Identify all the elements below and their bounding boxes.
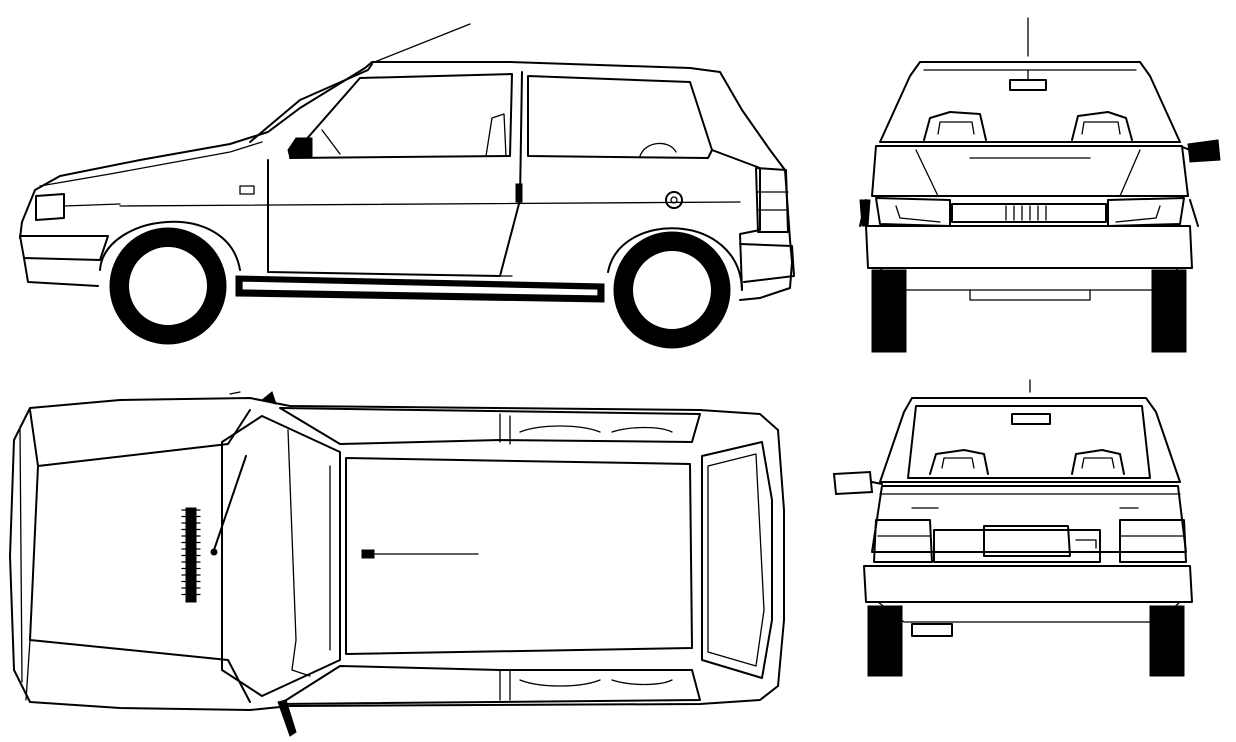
rear-taillight-right [1119, 519, 1187, 563]
windshield [249, 63, 373, 143]
front-seat-left [923, 111, 987, 141]
top-mirror-left [260, 391, 277, 405]
rear-tire-right [1149, 605, 1185, 677]
rear-headrest-right [1071, 449, 1125, 475]
tailgate-handle [1075, 539, 1097, 549]
front-bumper-face [865, 225, 1193, 269]
door-outline [267, 71, 523, 277]
side-marker [239, 185, 255, 195]
rear-seat [639, 142, 677, 157]
front-tire-left [871, 269, 907, 353]
rear-greenhouse [879, 397, 1181, 483]
side-taillight [755, 167, 789, 233]
rear-interior-mirror [1011, 413, 1051, 425]
top-mirror-right [277, 699, 297, 737]
interior-mirror [1009, 79, 1047, 91]
top-right-windows [279, 665, 701, 705]
rear-window-glass [907, 405, 1151, 479]
car-side-view [19, 23, 795, 349]
front-wheel-arch [99, 221, 241, 271]
roof-antenna-base [361, 549, 375, 559]
front-greenhouse [879, 61, 1181, 143]
roof-panel [345, 457, 693, 655]
side-body-outline [19, 61, 793, 301]
front-tire-right [1151, 269, 1187, 353]
body-crease [119, 201, 741, 207]
rear-headrest-left [929, 449, 989, 475]
hood-line [39, 141, 263, 187]
car-front-view [859, 17, 1221, 353]
front-headlight-right [1107, 197, 1185, 227]
top-body-outline [9, 397, 785, 711]
top-hood [29, 409, 251, 703]
top-rear-window [701, 441, 773, 679]
rear-side-window [527, 75, 713, 159]
front-side-window [289, 73, 513, 159]
front-hood [871, 145, 1189, 197]
front-mirror [1187, 139, 1221, 163]
front-seat-right [1071, 111, 1133, 141]
top-windshield [221, 415, 341, 697]
rear-bumper-face [863, 565, 1193, 603]
side-mirror [287, 137, 313, 159]
front-seat [485, 113, 507, 157]
top-left-windows [279, 407, 701, 445]
front-grille [951, 203, 1107, 223]
front-bumper [19, 235, 109, 261]
door-handle [515, 183, 523, 203]
car-rear-view [832, 379, 1193, 677]
top-wiper [213, 455, 247, 551]
rear-bumper [739, 243, 795, 283]
rear-mirror [832, 470, 874, 496]
license-plate-recess [933, 529, 1101, 563]
rear-taillight-left [873, 519, 933, 563]
exhaust-pipe [911, 623, 953, 637]
car-top-view [9, 391, 785, 737]
side-antenna [371, 23, 471, 64]
rear-wheel-arch [607, 227, 743, 291]
headlight [35, 193, 65, 221]
fuel-cap [665, 191, 683, 209]
rear-tire-left [867, 605, 903, 677]
license-plate [983, 525, 1071, 557]
